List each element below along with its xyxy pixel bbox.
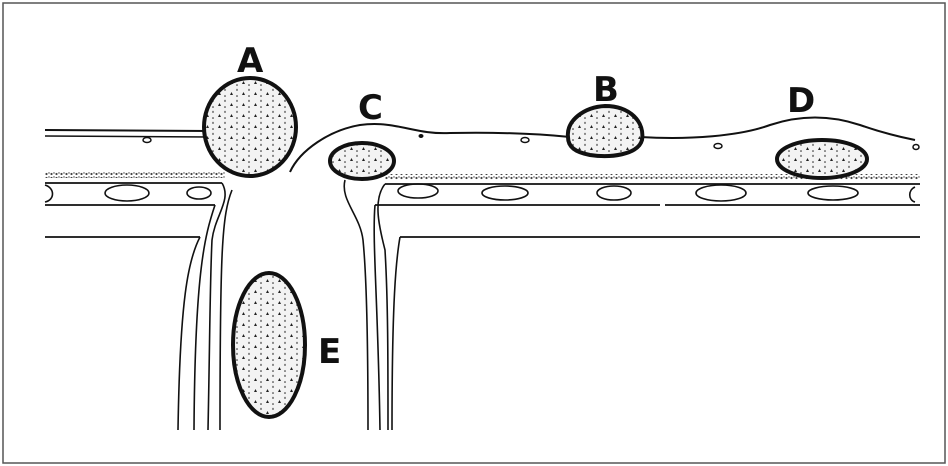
label-e: E (318, 332, 341, 372)
cell-a (204, 78, 296, 176)
figure-frame (3, 3, 945, 463)
label-c: C (358, 88, 383, 128)
nucleus (143, 138, 151, 143)
nucleus (521, 138, 529, 143)
vertical-vessel-left (178, 183, 232, 430)
cell-d (777, 140, 867, 178)
cell-b (568, 106, 643, 156)
label-a: A (237, 41, 264, 81)
nucleus (714, 144, 722, 149)
label-d: D (787, 81, 815, 121)
label-b: B (593, 70, 619, 110)
vessel-nuclei (45, 184, 915, 202)
vertical-vessel-right (344, 180, 400, 430)
nucleus (913, 145, 919, 150)
basal-layer-left (45, 172, 225, 178)
nucleus (419, 134, 424, 138)
top-membrane-lower (45, 136, 210, 137)
cell-e (233, 273, 305, 417)
cell-c (330, 143, 394, 179)
